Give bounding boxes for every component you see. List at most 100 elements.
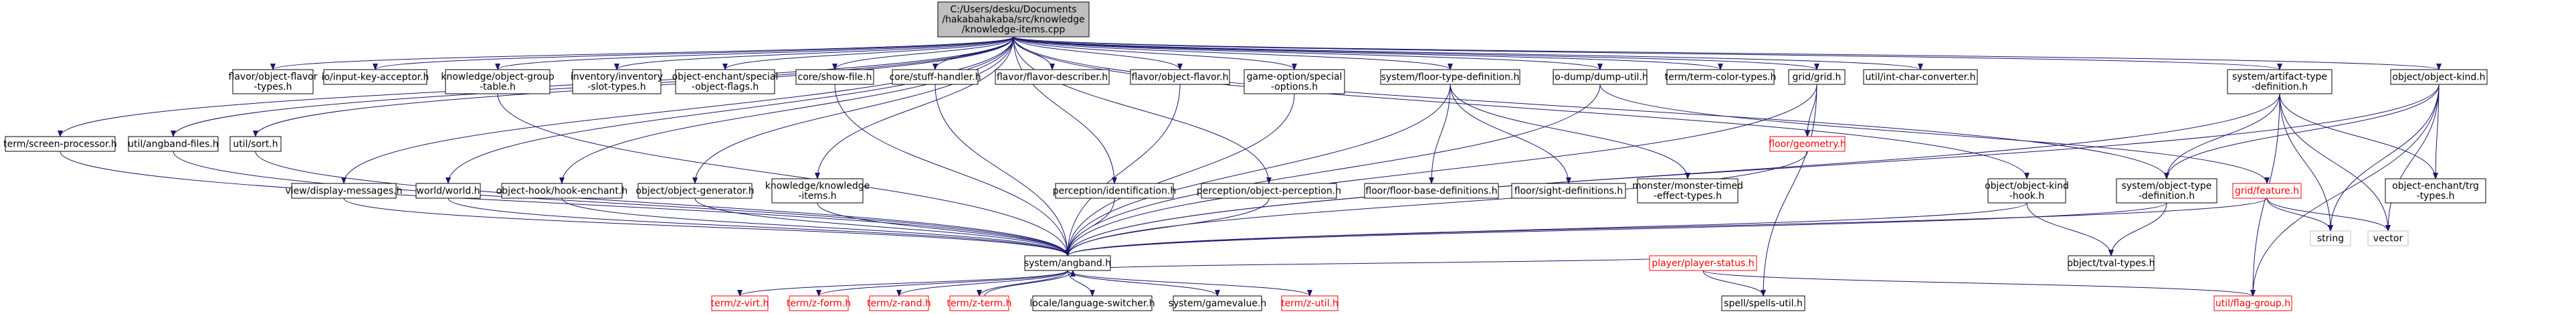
node-label: vector (2373, 234, 2403, 244)
node-object-object-generator[interactable]: object/object-generator.h (635, 183, 755, 199)
node-grid-grid[interactable]: grid/grid.h (1788, 69, 1846, 85)
node-term-z-term[interactable]: term/z-term.h (947, 295, 1012, 311)
node-string[interactable]: string (2310, 230, 2351, 246)
edge-object_object_kind-to-string (2328, 84, 2440, 232)
node-system-angband[interactable]: system/angband.h (1024, 255, 1111, 271)
node-label: -options.h (1271, 82, 1318, 92)
node-knowledge-object-group-table[interactable]: knowledge/object-group-table.h (441, 69, 555, 94)
node-flavor-object-flavor-types[interactable]: flavor/object-flavor-types.h (229, 69, 318, 94)
node-system-gamevalue[interactable]: system/gamevalue.h (1169, 295, 1267, 311)
node-inventory-slot-types[interactable]: inventory/inventory-slot-types.h (571, 69, 663, 94)
node-label: /knowledge-items.cpp (962, 25, 1066, 35)
edge-system_floor_type_definition-to-system_angband (1065, 84, 1451, 256)
node-box (1987, 178, 2066, 204)
node-floor-sight-definitions[interactable]: floor/sight-definitions.h (1511, 183, 1626, 199)
edge-grid_feature-to-string (2266, 198, 2333, 232)
node-label: -types.h (254, 82, 292, 92)
node-term-z-util[interactable]: term/z-util.h (1281, 295, 1339, 311)
node-box (232, 69, 314, 94)
node-label: -definition.h (2252, 82, 2308, 92)
node-perception-identification[interactable]: perception/identification.h (1053, 183, 1177, 199)
node-flavor-flavor-describer[interactable]: flavor/flavor-describer.h (995, 69, 1110, 85)
node-flavor-object-flavor[interactable]: flavor/object-flavor.h (1130, 69, 1230, 85)
node-view-display-messages[interactable]: view/display-messages.h (285, 183, 403, 199)
edge-term_z_term-to-system_angband (984, 270, 1076, 297)
node-object-object-kind[interactable]: object/object-kind.h (2390, 69, 2488, 85)
node-label: term/z-util.h (1281, 299, 1339, 309)
node-io-dump-dump-util[interactable]: io-dump/dump-util.h (1552, 69, 1648, 85)
node-label: floor/floor-base-definitions.h (1365, 186, 1497, 197)
node-label: system/angband.h (1024, 258, 1111, 269)
edge-core_stuff_handler-to-system_angband (934, 84, 1070, 256)
node-box (291, 183, 397, 199)
node-floor-geometry[interactable]: floor/geometry.h (1769, 136, 1846, 152)
node-box (795, 69, 874, 85)
node-box (5, 136, 116, 152)
node-label: object-hook/hook-enchant.h (496, 186, 628, 197)
node-term-z-rand[interactable]: term/z-rand.h (867, 295, 931, 311)
edge-system_angband-to-locale_language_switcher (1067, 270, 1095, 297)
edge-system_object_type_definition-to-system_angband (1065, 202, 2167, 256)
node-term-z-virt[interactable]: term/z-virt.h (711, 295, 769, 311)
node-system-artifact-type-definition[interactable]: system/artifact-type-definition.h (2227, 69, 2333, 94)
node-label: -slot-types.h (587, 82, 646, 92)
node-io-input-key-acceptor[interactable]: io/input-key-acceptor.h (322, 69, 429, 85)
node-box (2232, 183, 2302, 199)
node-object-tval-types[interactable]: object/tval-types.h (2067, 255, 2155, 271)
node-object-object-kind-hook[interactable]: object/object-kind-hook.h (1985, 178, 2069, 204)
edge-view_display_messages-to-system_angband (343, 198, 1070, 256)
node-label: flavor/flavor-describer.h (997, 72, 1108, 83)
node-util-angband-files[interactable]: util/angband-files.h (128, 136, 219, 152)
node-player-player-status[interactable]: player/player-status.h (1649, 255, 1757, 271)
node-perception-object-perception[interactable]: perception/object-perception.h (1197, 183, 1341, 199)
node-term-term-color-types[interactable]: term/term-color-types.h (1665, 69, 1777, 85)
node-label: -types.h (2417, 191, 2455, 202)
edge-util_sort-to-system_angband (255, 151, 1070, 256)
node-monster-monster-timed-effect-types[interactable]: monster/monster-timed-effect-types.h (1632, 178, 1743, 204)
node-world-world[interactable]: world/world.h (415, 183, 481, 199)
node-box (1637, 178, 1739, 204)
node-object-enchant-special-flags[interactable]: object-enchant/special-object-flags.h (672, 69, 779, 94)
node-object-hook-enchant[interactable]: object-hook/hook-enchant.h (496, 183, 628, 199)
node-util-int-char-converter[interactable]: util/int-char-converter.h (1863, 69, 1978, 85)
node-grid-feature[interactable]: grid/feature.h (2232, 183, 2302, 199)
node-system-floor-type-definition[interactable]: system/floor-type-definition.h (1380, 69, 1520, 85)
node-label: flavor/object-flavor.h (1132, 72, 1229, 83)
node-label: -table.h (480, 82, 516, 92)
node-label: locale/language-switcher.h (1029, 299, 1155, 309)
edge-root-to-perception_identification (1013, 36, 1117, 184)
node-label: util/int-char-converter.h (1866, 72, 1976, 83)
node-label: monster/monster-timed (1632, 181, 1743, 191)
edge-system_angband-to-term_z_virt (737, 270, 1068, 297)
node-floor-floor-base-definitions[interactable]: floor/floor-base-definitions.h (1364, 183, 1499, 199)
node-game-option-special-options[interactable]: game-option/special-options.h (1244, 69, 1345, 94)
node-label: -object-flags.h (692, 82, 759, 92)
edge-grid_feature-to-vector (2266, 198, 2391, 232)
node-term-screen[interactable]: term/screen-processor.h (3, 136, 117, 152)
edge-root-to-system_artifact_type_definition (1013, 36, 2282, 70)
node-vector[interactable]: vector (2367, 230, 2409, 246)
node-label: object-enchant/trg (2392, 181, 2479, 191)
node-system-object-type-definition[interactable]: system/object-type-definition.h (2116, 178, 2217, 204)
node-knowledge-knowledge-items[interactable]: knowledge/knowledge-items.h (765, 178, 870, 204)
node-label: inventory/inventory (571, 72, 663, 82)
node-box (1201, 183, 1337, 199)
node-object-enchant-trg-types[interactable]: object-enchant/trg-types.h (2385, 178, 2486, 204)
node-label: util/angband-files.h (128, 139, 218, 150)
edge-system_angband-to-player_player_status (1067, 255, 1706, 271)
node-label: flavor/object-flavor (229, 72, 318, 82)
edge-object_object_kind-to-system_angband (1065, 84, 2440, 256)
node-util-flag-group[interactable]: util/flag-group.h (2213, 295, 2292, 311)
edge-grid_grid-to-system_angband (1065, 84, 1817, 256)
node-core-show-file[interactable]: core/show-file.h (795, 69, 874, 85)
node-label: util/flag-group.h (2215, 299, 2290, 309)
node-locale-language-switcher[interactable]: locale/language-switcher.h (1029, 295, 1155, 311)
node-root[interactable]: C:/Users/desku/Documents/hakabahakaba/sr… (937, 1, 1090, 37)
node-spell-spells-util[interactable]: spell/spells-util.h (1721, 295, 1805, 311)
edge-root-to-core_show_file (832, 36, 1014, 70)
edge-root-to-io_dump_dump_util (1013, 36, 1603, 70)
node-util-sort[interactable]: util/sort.h (229, 136, 282, 152)
node-core-stuff-handler[interactable]: core/stuff-handler.h (890, 69, 981, 85)
node-term-z-form[interactable]: term/z-form.h (787, 295, 851, 311)
edge-object_object_generator-to-system_angband (694, 198, 1070, 256)
